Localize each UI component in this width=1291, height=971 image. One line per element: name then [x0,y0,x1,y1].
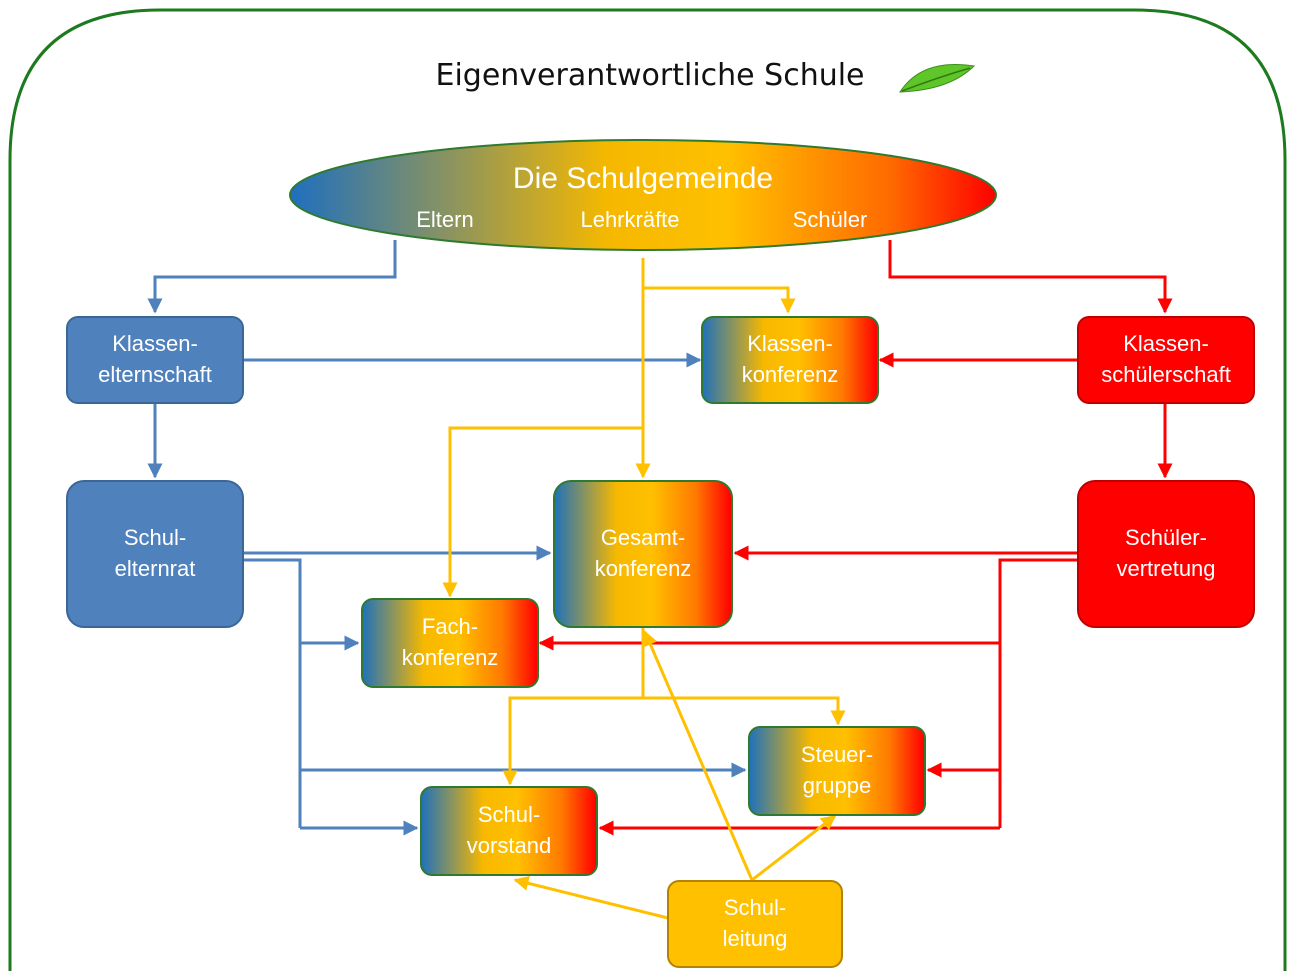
line-schuelervertretung-distribution [998,558,1077,828]
box-klassenschuelerschaft-line1: Klassen- [1123,331,1209,357]
box-klassenkonferenz-line1: Klassen- [747,331,833,357]
arrow-gesamtkonferenz-to-schulvorstand [502,696,643,786]
label-eltern: Eltern [416,207,474,232]
label-lehrkraefte: Lehrkräfte [580,207,680,232]
box-schulvorstand-line2: vorstand [466,833,552,858]
arrow-schulleitung-to-gesamtkonferenz [643,630,754,881]
box-klassenschuelerschaft: Klassen- schülerschaft [1077,316,1255,404]
box-fachkonferenz-line1: Fach- [421,614,479,640]
box-klassenelternschaft-line2: elternschaft [98,362,212,387]
box-schulelternrat-line2: elternrat [114,556,196,581]
schueler-connectors [538,240,1173,836]
schulgemeinde-ellipse [289,139,997,251]
box-schulleitung-line2: leitung [722,926,788,951]
arrow-schueler-to-klassenschuelerschaft [888,240,1173,314]
arrow-eltern-to-klassenelternschaft [147,240,397,314]
box-gesamtkonferenz-line2: konferenz [594,556,692,581]
box-schulleitung: Schul- leitung [667,880,843,968]
box-schuelervertretung-line1: Schüler- [1125,525,1207,551]
box-fachkonferenz: Fach- konferenz [361,598,539,688]
box-steuergruppe-line2: gruppe [802,773,872,798]
box-klassenelternschaft-line1: Klassen- [112,331,198,357]
leaf-icon [899,63,976,93]
box-schulleitung-line1: Schul- [723,895,787,921]
arrow-lehrkraefte-to-fachkonferenz [442,426,643,598]
box-gesamtkonferenz: Gesamt- konferenz [553,480,733,628]
box-schulvorstand-line1: Schul- [477,802,541,828]
box-schuelervertretung-line2: vertretung [1116,556,1216,581]
box-schulvorstand: Schul- vorstand [420,786,598,876]
box-klassenkonferenz-line2: konferenz [741,362,839,387]
box-steuergruppe: Steuer- gruppe [748,726,926,816]
box-klassenschuelerschaft-line2: schülerschaft [1101,362,1231,387]
outer-frame [8,8,1287,971]
box-klassenelternschaft: Klassen- elternschaft [66,316,244,404]
eltern-connectors [147,240,747,836]
diagram-title: Eigenverantwortliche Schule [435,58,865,93]
box-schulelternrat-line1: Schul- [123,525,187,551]
arrow-gesamtkonferenz-to-steuergruppe [643,696,846,726]
box-gesamtkonferenz-line1: Gesamt- [600,525,686,551]
arrow-schulleitung-to-schulvorstand [513,875,669,920]
box-schuelervertretung: Schüler- vertretung [1077,480,1255,628]
arrow-lehrkraefte-to-klassenkonferenz [643,286,796,314]
box-steuergruppe-line1: Steuer- [800,742,874,768]
line-schulelternrat-distribution [244,558,302,828]
box-fachkonferenz-line2: konferenz [401,645,499,670]
lehrkraefte-connectors [442,258,846,920]
box-klassenkonferenz: Klassen- konferenz [701,316,879,404]
box-schulelternrat: Schul- elternrat [66,480,244,628]
arrow-schulleitung-to-steuergruppe [751,814,837,882]
schulgemeinde-title: Die Schulgemeinde [512,162,774,195]
label-schueler: Schüler [792,207,868,232]
